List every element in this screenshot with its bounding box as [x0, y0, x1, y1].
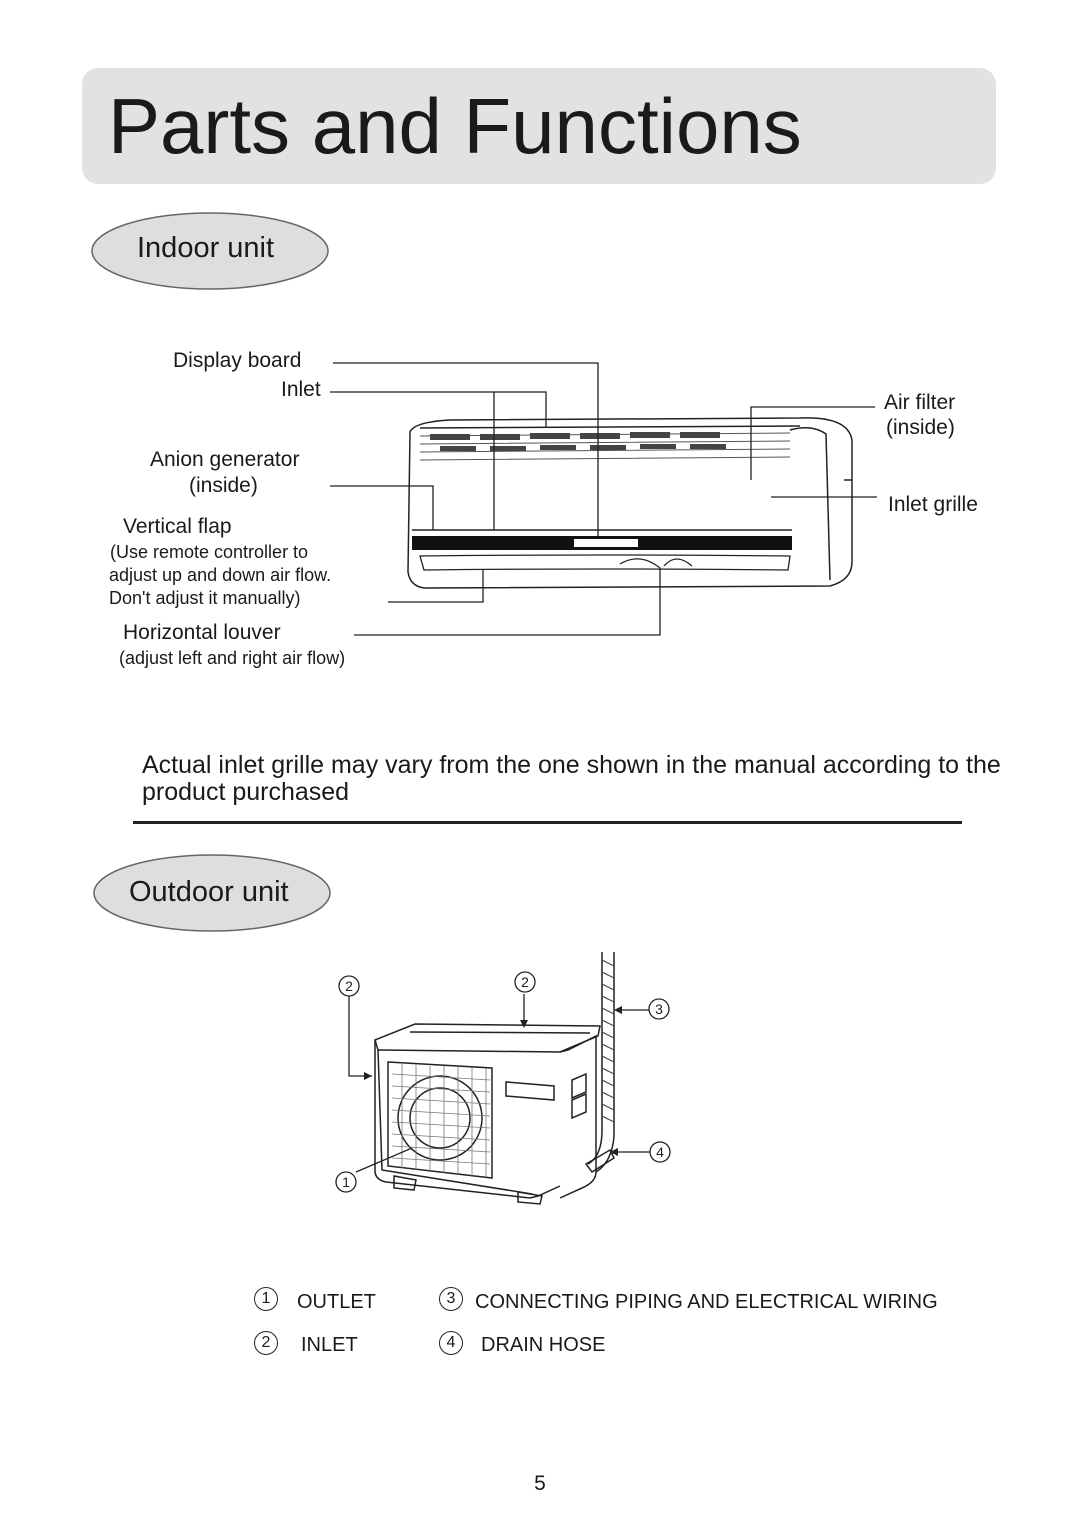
callout-2-left: 2 — [345, 978, 353, 994]
label-air-filter: Air filter — [884, 391, 956, 414]
outdoor-heading-oval — [93, 854, 331, 932]
outdoor-unit-diagram: 2 2 3 4 1 — [335, 952, 671, 1205]
vertical-flap-note-2: adjust up and down air flow. — [109, 565, 332, 585]
label-horizontal-louver: Horizontal louver — [123, 621, 281, 644]
label-anion-inside: (inside) — [189, 474, 258, 497]
legend-label-drain-hose: DRAIN HOSE — [481, 1334, 606, 1356]
indoor-heading-oval — [91, 212, 329, 290]
callout-3: 3 — [655, 1001, 663, 1017]
indoor-unit-heading: Indoor unit — [137, 232, 275, 264]
callout-2-top: 2 — [521, 974, 529, 990]
legend-label-outlet: OUTLET — [297, 1291, 376, 1313]
section-divider — [133, 821, 962, 824]
legend-number: 2 — [254, 1331, 278, 1355]
title-band — [82, 68, 996, 184]
label-display-board: Display board — [173, 349, 302, 372]
callout-1: 1 — [342, 1174, 350, 1190]
label-air-filter-inside: (inside) — [886, 416, 955, 439]
label-anion-generator: Anion generator — [150, 448, 300, 471]
legend-number: 1 — [254, 1287, 278, 1311]
label-vertical-flap: Vertical flap — [123, 515, 232, 538]
label-inlet-grille: Inlet grille — [888, 493, 978, 516]
label-inlet: Inlet — [281, 378, 321, 401]
vertical-flap-note-3: Don't adjust it manually) — [109, 588, 301, 608]
legend-number: 4 — [439, 1331, 463, 1355]
page-number: 5 — [534, 1472, 546, 1495]
indoor-unit-diagram — [330, 362, 877, 636]
callout-4: 4 — [656, 1144, 664, 1160]
vertical-flap-note-1: (Use remote controller to — [110, 542, 309, 562]
outdoor-unit-heading: Outdoor unit — [129, 876, 289, 908]
legend-number: 3 — [439, 1287, 463, 1311]
legend-label-piping-wiring: CONNECTING PIPING AND ELECTRICAL WIRING — [475, 1291, 938, 1313]
horizontal-louver-note: (adjust left and right air flow) — [119, 648, 346, 668]
page-title: Parts and Functions — [108, 82, 802, 170]
inlet-grille-note: Actual inlet grille may vary from the on… — [142, 751, 1001, 806]
legend-label-inlet: INLET — [301, 1334, 358, 1356]
